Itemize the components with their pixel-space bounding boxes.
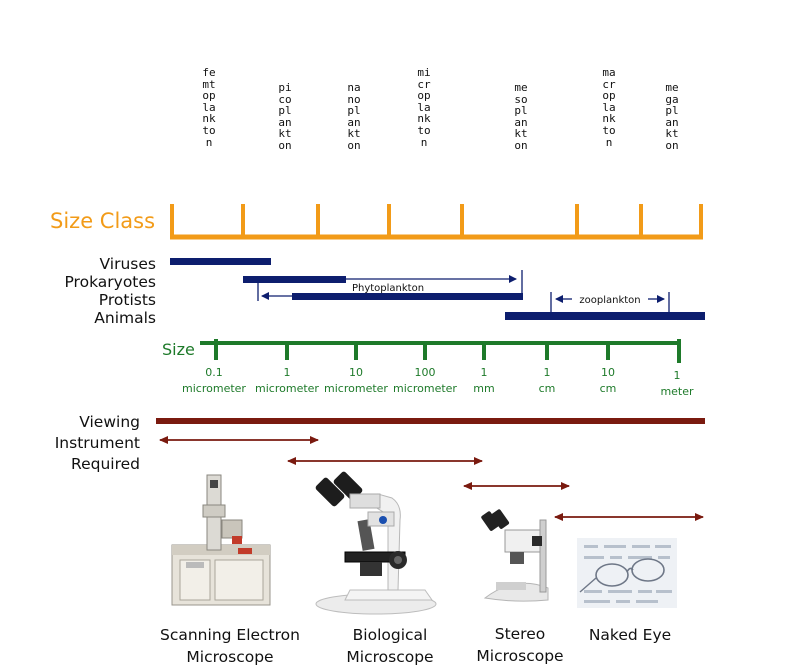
stereo-microscope-image (481, 509, 549, 602)
organism-label-viruses: Viruses (99, 255, 156, 273)
size-class-bracket (170, 204, 703, 240)
viewing-bar (156, 418, 705, 424)
biological-microscope-image (315, 471, 437, 615)
zooplankton-range (550, 292, 670, 315)
instrument-caption-naked-eye: Naked Eye (588, 626, 672, 644)
zooplankton-label: zooplankton (579, 295, 640, 306)
size-class-nanoplankton: nanoplankton (347, 81, 361, 152)
naked-eye-image (577, 538, 677, 608)
organism-label-prokaryotes: Prokaryotes (64, 273, 156, 291)
protists-range-bar (292, 293, 523, 300)
organism-label-animals: Animals (94, 309, 156, 327)
animals-range-bar (505, 312, 705, 320)
scanning-electron-microscope-image (171, 474, 271, 606)
phytoplankton-label: Phytoplankton (352, 283, 424, 294)
size-class-picoplankton: picoplankton (278, 81, 292, 152)
size-class-macroplankton: macroplankton (602, 66, 616, 149)
organism-ranges (170, 258, 705, 320)
size-class-megaplankton: megaplankton (665, 81, 679, 152)
phytoplankton-range (257, 270, 523, 301)
size-scale-title: Size (162, 340, 195, 359)
size-class-femtoplankton: femtoplankton (202, 66, 216, 149)
viewing-label: Viewing Instrument Required (54, 413, 140, 473)
instrument-ranges (159, 436, 704, 521)
viruses-range-bar (170, 258, 271, 265)
size-class-title: Size Class (50, 209, 156, 233)
size-class-mesoplankton: mesoplankton (514, 81, 528, 152)
size-scale-bracket (200, 339, 681, 363)
organism-label-protists: Protists (98, 291, 156, 309)
size-class-microplankton: microplankton (417, 66, 431, 149)
